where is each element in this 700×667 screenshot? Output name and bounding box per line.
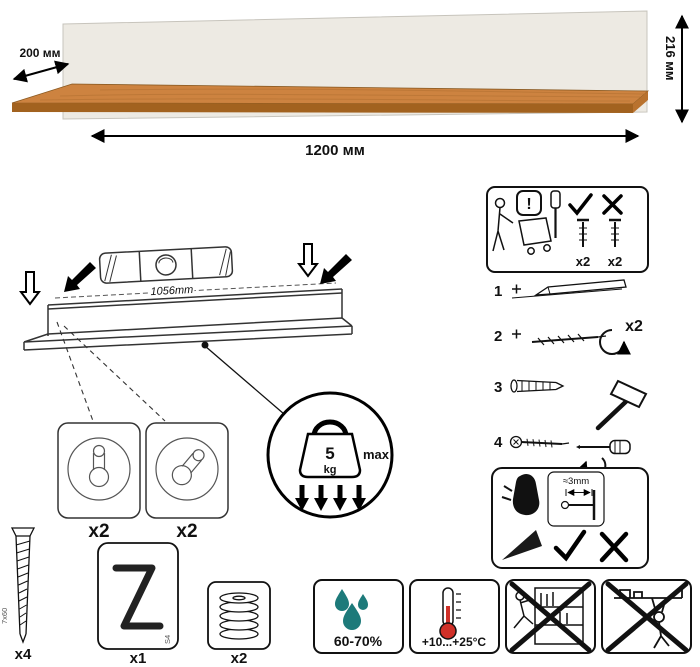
key-size-label: S4 bbox=[163, 635, 172, 644]
washer-stack-icon bbox=[219, 592, 259, 640]
keyhole-icon-1 bbox=[88, 444, 110, 488]
screw-icon-bad bbox=[609, 218, 621, 247]
rotate-arrow-icon bbox=[599, 329, 631, 355]
press-finger-icon bbox=[501, 473, 540, 516]
check-icon bbox=[568, 193, 593, 216]
step-1-number: 1 bbox=[494, 283, 502, 300]
shelf-line-drawing bbox=[23, 288, 353, 351]
hook-on-icon bbox=[502, 530, 542, 560]
cross-icon bbox=[602, 194, 623, 215]
exclamation-icon: ! bbox=[516, 190, 542, 216]
load-max-label: max bbox=[363, 447, 390, 462]
no-hang-cross bbox=[605, 581, 689, 653]
hanger-count-2: x2 bbox=[176, 521, 197, 542]
washers-count-label: x2 bbox=[231, 650, 248, 667]
keyhole-icon-2 bbox=[171, 449, 205, 486]
shelf-board-front bbox=[12, 103, 633, 113]
step-4-number: 4 bbox=[494, 434, 503, 451]
wall-screw-icon bbox=[10, 527, 36, 644]
exclamation-label: ! bbox=[526, 196, 531, 213]
water-drops-icon bbox=[335, 589, 368, 630]
gap-check-box: ≈3mm bbox=[491, 467, 649, 569]
depth-label: 200 мм bbox=[19, 46, 60, 60]
height-label: 216 мм bbox=[663, 36, 678, 81]
hanger-box-2 bbox=[145, 422, 229, 519]
steps-repeat-count: x2 bbox=[625, 318, 643, 335]
thermometer-icon bbox=[439, 587, 461, 640]
mount-arrow-right-outline bbox=[297, 243, 319, 278]
gap-label: ≈3mm bbox=[563, 476, 589, 487]
width-label: 1200 мм bbox=[305, 142, 365, 159]
mount-spacing-dimension: 1056mm bbox=[54, 282, 337, 300]
no-climb-box bbox=[505, 579, 596, 654]
load-leader-line bbox=[204, 345, 285, 415]
product-render bbox=[11, 10, 650, 120]
no-hang-box bbox=[601, 579, 692, 654]
mark-pencil-icon bbox=[511, 279, 627, 299]
screws-count-a: x2 bbox=[576, 254, 590, 269]
mount-arrow-left bbox=[64, 262, 96, 292]
screws-count-b: x2 bbox=[608, 254, 622, 269]
wall-prep-box: ! x2 x2 bbox=[486, 186, 649, 273]
hex-key-box: S4 bbox=[97, 542, 179, 650]
shelf-board-end bbox=[633, 91, 648, 113]
humidity-box: 60-70% bbox=[313, 579, 404, 654]
hanger-leader-lines bbox=[56, 321, 166, 422]
depth-dimension: 200 мм bbox=[12, 46, 70, 83]
screwdriver-icon bbox=[550, 190, 561, 238]
mount-arrow-left-outline bbox=[19, 271, 41, 306]
screw-count-label: x4 bbox=[15, 646, 32, 663]
load-value: 5 bbox=[325, 444, 334, 463]
gap-check-icon bbox=[553, 529, 587, 562]
temperature-value: +10...+25°C bbox=[422, 635, 487, 649]
height-dimension: 216 мм bbox=[663, 14, 689, 124]
hammer-icon bbox=[595, 379, 648, 431]
weight-icon: 5 kg bbox=[298, 419, 362, 479]
width-dimension: 1200 мм bbox=[90, 129, 640, 159]
wood-grain bbox=[39, 88, 646, 102]
step-3-number: 3 bbox=[494, 379, 502, 396]
screw-size-label: 7x60 bbox=[0, 608, 9, 624]
gap-cross-icon bbox=[599, 531, 629, 563]
no-climb-cross bbox=[509, 581, 592, 653]
load-unit: kg bbox=[324, 464, 337, 476]
spirit-level-icon bbox=[98, 246, 234, 284]
screw-icon-ok bbox=[577, 218, 589, 247]
load-circle: 5 kg max bbox=[266, 391, 394, 519]
washers-box bbox=[207, 581, 271, 650]
mount-arrow-right bbox=[320, 254, 352, 284]
hex-key-icon bbox=[112, 564, 164, 630]
drill-bit-icon bbox=[512, 329, 607, 346]
no-climb-icon bbox=[513, 587, 584, 645]
hanger-box-1 bbox=[57, 422, 141, 519]
load-arrows bbox=[295, 485, 366, 511]
key-count-label: x1 bbox=[130, 650, 147, 667]
person-cart-icon bbox=[492, 197, 552, 255]
mount-spacing-label: 1056mm bbox=[150, 284, 193, 298]
gap-diagram: ≈3mm bbox=[547, 471, 605, 527]
temperature-box: +10...+25°C bbox=[409, 579, 500, 654]
wall-plug-icon bbox=[510, 379, 565, 393]
step-2-number: 2 bbox=[494, 328, 502, 345]
mount-screw-icon bbox=[509, 435, 570, 449]
humidity-value: 60-70% bbox=[334, 633, 383, 649]
hanger-count-1: x2 bbox=[88, 521, 109, 542]
mounting-steps: 1 2 3 4 bbox=[494, 279, 648, 477]
